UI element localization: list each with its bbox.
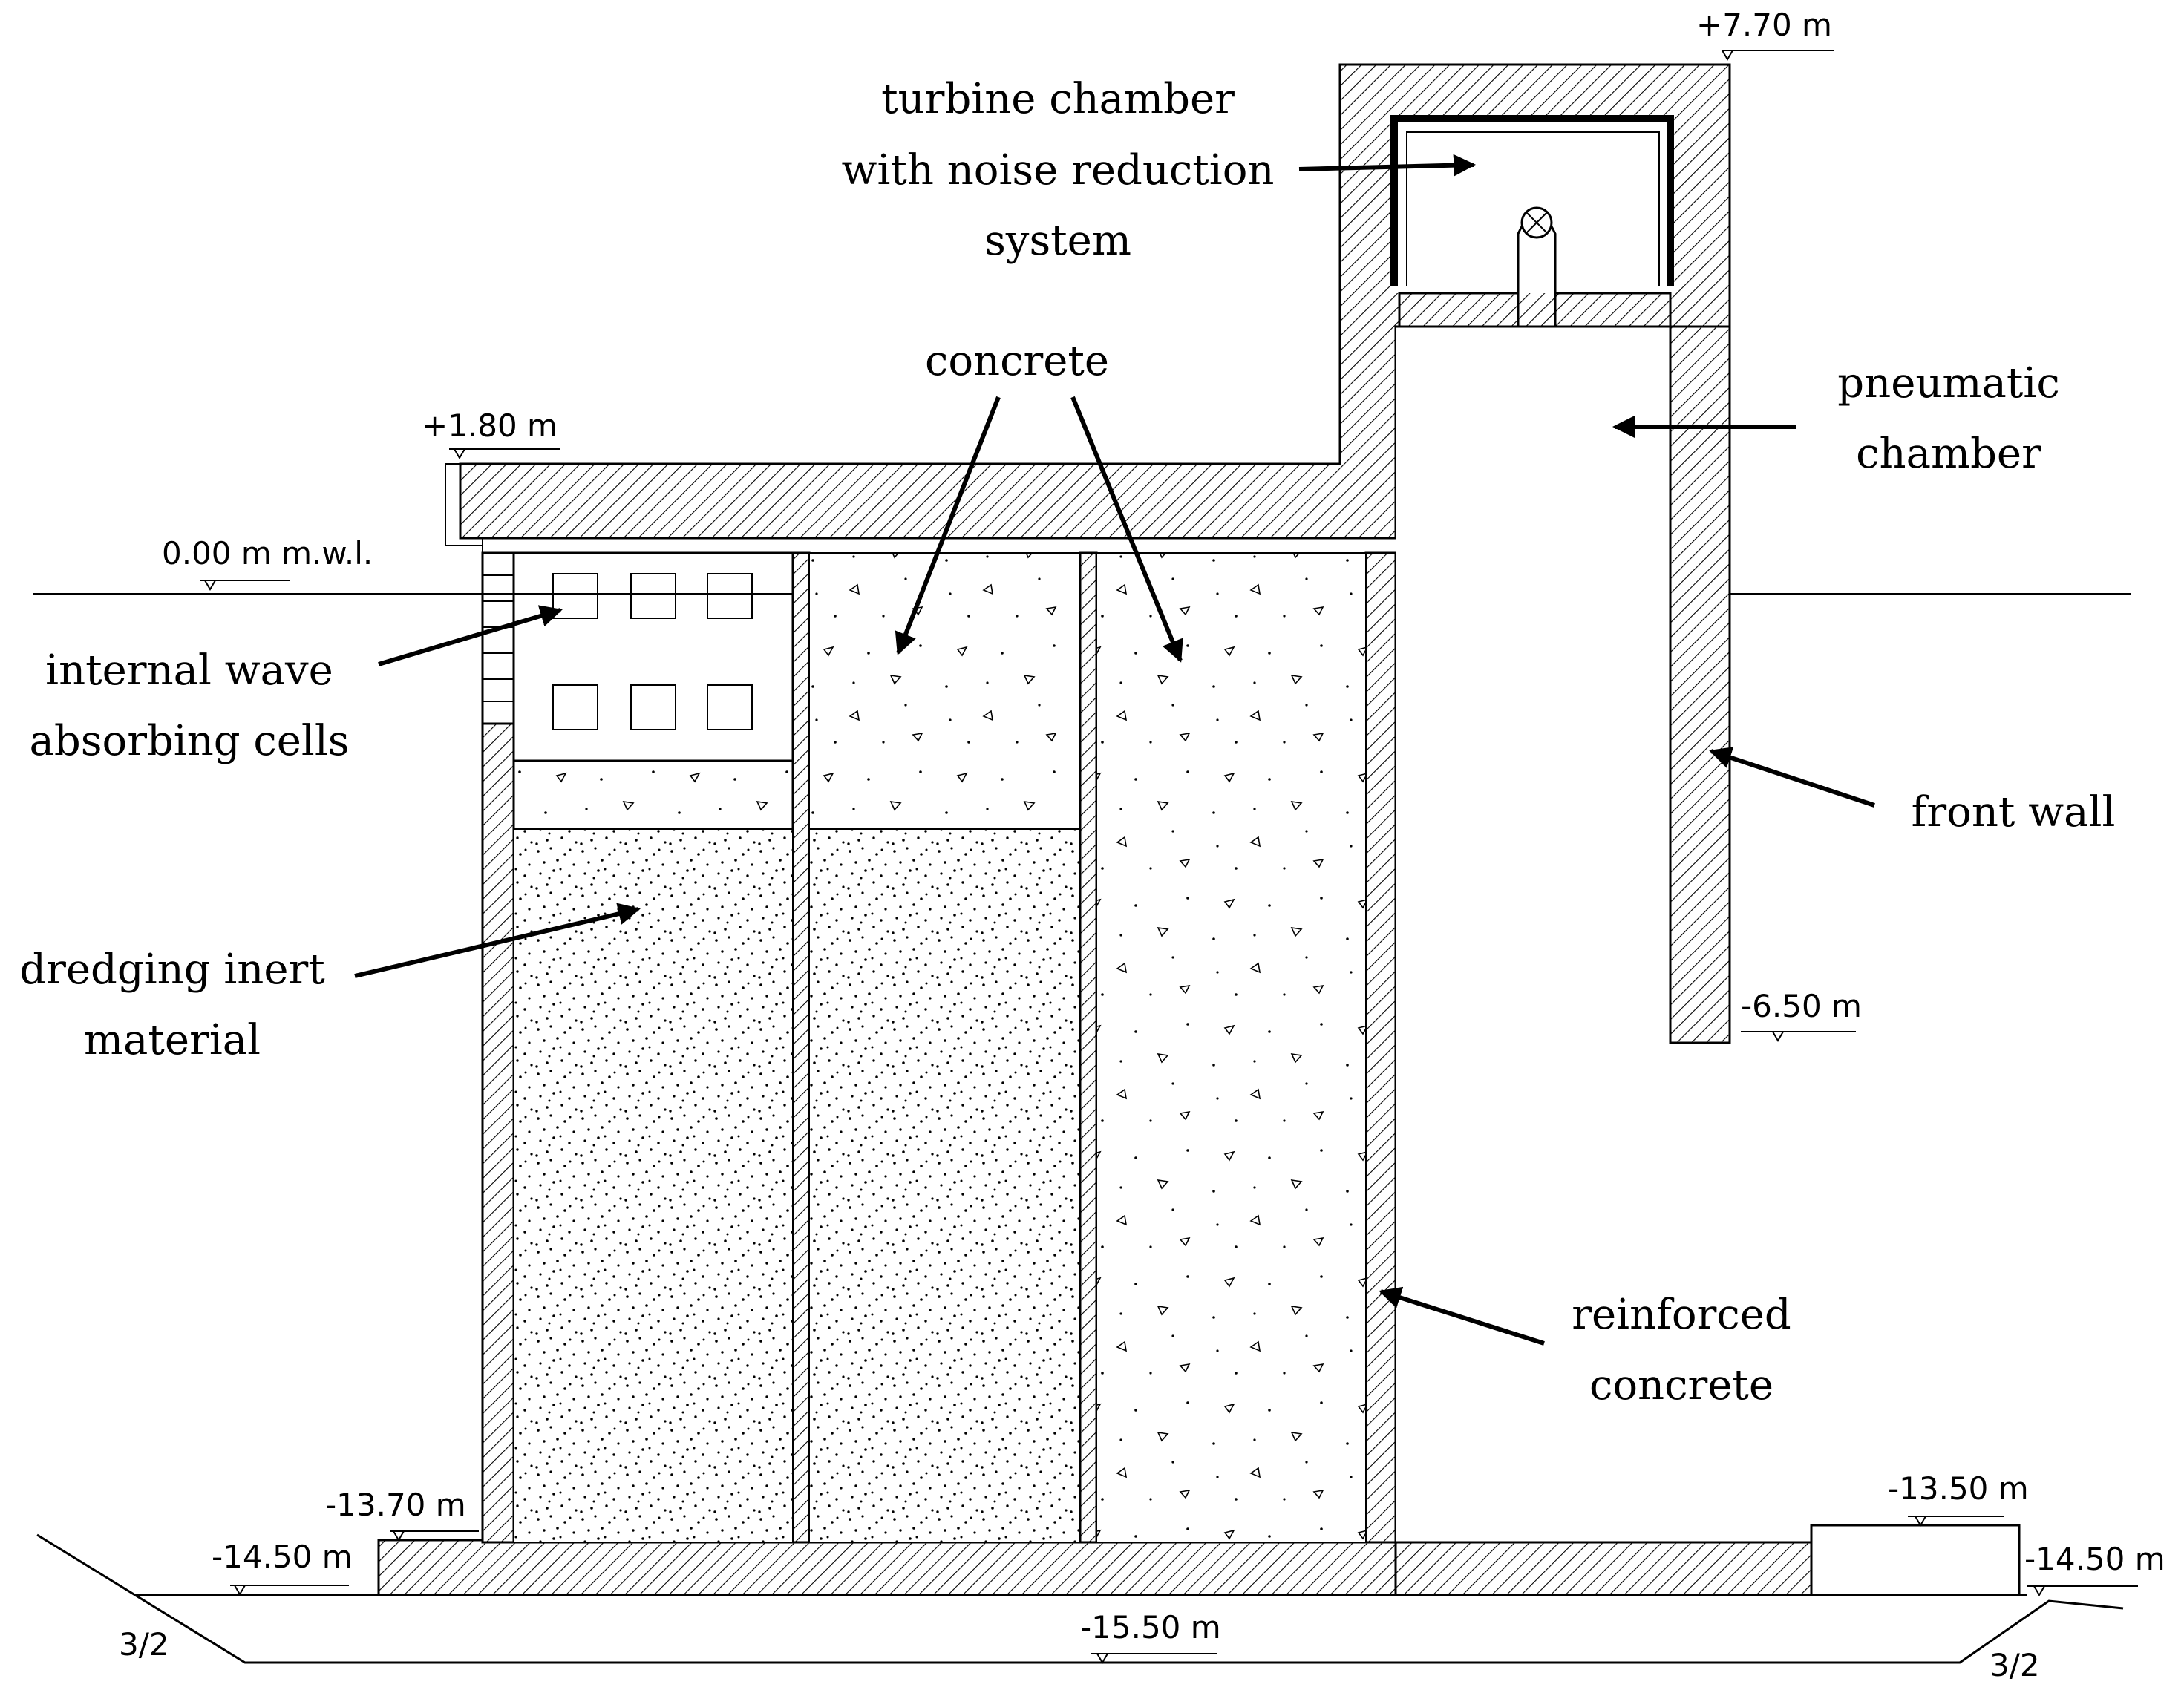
internal-cell [707,684,753,730]
concrete-fill-cell-3 [1096,552,1367,1543]
label-turbine-line2: with noise reduction [842,146,1275,194]
foundation-bedding [36,1533,2124,1664]
label-reinforced-line2: concrete [1589,1361,1773,1409]
internal-cell [630,573,676,619]
toe-block [1810,1524,2021,1596]
dredging-fill-cell-2 [808,828,1081,1543]
concrete-fill-cell-2 [808,552,1081,830]
arrow-internal-cells [378,605,563,666]
elevation-marker-left-toe-lower [230,1585,349,1596]
arrow-dredging [354,903,641,978]
slope-left: 3/2 [119,1626,169,1663]
elevation-marker-left-toe-upper [390,1530,479,1542]
crest-parapet [445,463,483,546]
elevation-front-wall-bottom: -6.50 m [1741,988,1862,1024]
internal-cell [707,573,753,619]
elevation-foundation: -15.50 m [1080,1609,1221,1645]
elevation-right-toe: -14.50 m [2024,1541,2165,1577]
internal-cell [552,684,598,730]
label-pneumatic-line2: chamber [1856,430,2041,478]
elevation-marker-foundation [1091,1653,1217,1664]
elevation-left-toe-upper: -13.70 m [325,1487,466,1523]
elevation-marker-crest [449,448,560,459]
internal-cell [552,573,598,619]
arrow-turbine [1298,154,1476,177]
elevation-marker-right-block [1908,1516,2004,1527]
pneumatic-chamber [1396,327,1670,1542]
concrete-cap-cell-1 [512,759,794,831]
label-dredging-line1: dredging inert [19,946,325,994]
turbine-chamber [1396,119,1670,293]
slope-right: 3/2 [1990,1647,2040,1683]
arrow-concrete-right [1070,396,1183,663]
arrow-concrete-left [895,396,1001,655]
turbine-floor-right [1554,292,1672,328]
label-internal-line1: internal wave [45,646,333,695]
elevation-marker-front-wall-bottom [1741,1031,1856,1042]
elevation-mwl: 0.00 m m.w.l. [162,535,373,571]
label-reinforced-line1: reinforced [1572,1291,1791,1339]
label-turbine-line1: turbine chamber [881,75,1235,123]
label-internal-line2: absorbing cells [30,717,350,765]
label-pneumatic-line1: pneumatic [1837,359,2059,407]
elevation-marker-right-toe [2027,1585,2138,1596]
pneumatic-base-slab [1394,1541,1813,1596]
label-turbine-line3: system [984,217,1131,265]
elevation-marker-top [1721,50,1834,61]
turbine-floor-left [1398,292,1520,328]
arrow-reinforced [1379,1286,1545,1346]
partition-wall-1 [791,551,811,1544]
noise-reduction-lining [1390,115,1674,286]
caisson-rear-wall [1364,551,1397,1544]
label-concrete: concrete [925,337,1109,385]
internal-cell [630,684,676,730]
dredging-fill-cell-1 [513,828,794,1543]
elevation-left-toe-lower: -14.50 m [212,1539,353,1575]
elevation-top: +7.70 m [1696,7,1832,43]
elevation-crest: +1.80 m [422,407,558,444]
elevation-right-block: -13.50 m [1888,1470,2029,1507]
arrow-front-wall [1709,747,1875,808]
perforated-wall [481,551,515,725]
partition-wall-2 [1079,551,1098,1544]
label-dredging-line2: material [84,1016,261,1064]
left-outer-wall [481,722,515,1544]
label-front-wall: front wall [1912,788,2116,836]
elevation-marker-mwl [200,580,290,591]
front-wall [1669,325,1731,1044]
